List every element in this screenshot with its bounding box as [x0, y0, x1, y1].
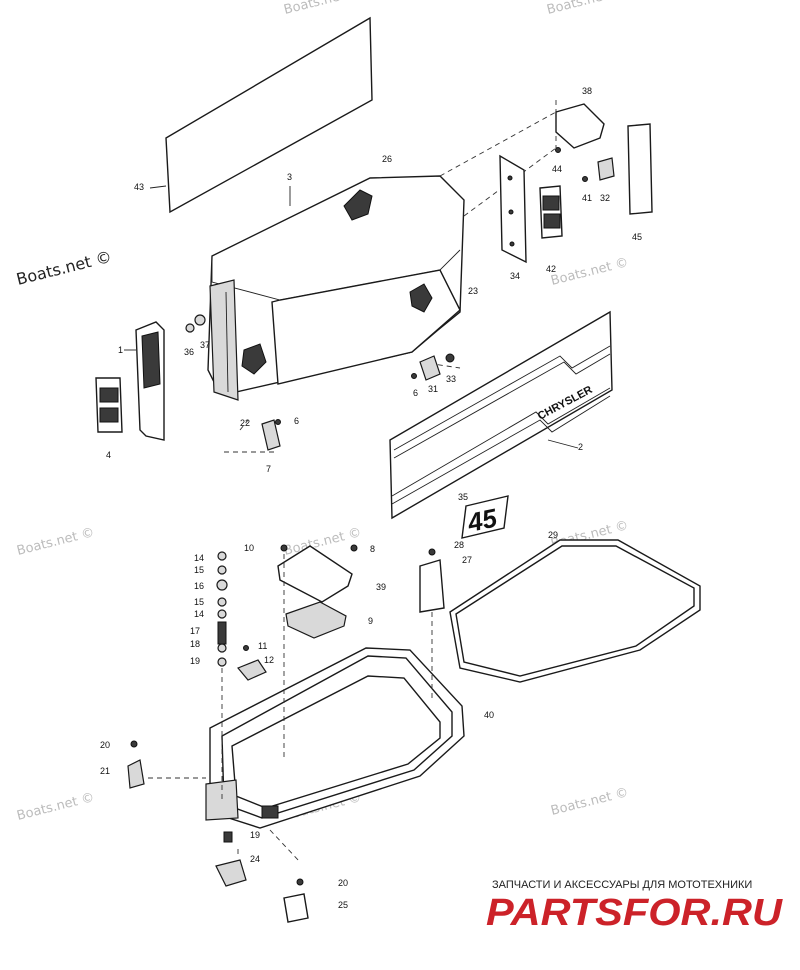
screw-20-left [130, 740, 138, 748]
callout-9: 9 [368, 616, 373, 626]
callout-3: 3 [287, 172, 292, 182]
callout-4: 4 [106, 450, 111, 460]
callout-15: 15 [194, 597, 204, 607]
callout-33: 33 [446, 374, 456, 384]
callout-19: 19 [190, 656, 200, 666]
callout-17: 17 [190, 626, 200, 636]
brand-tagline: ЗАПЧАСТИ И АКСЕССУАРЫ ДЛЯ МОТОТЕХНИКИ [492, 879, 752, 891]
callout-40: 40 [484, 710, 494, 720]
grille-1 [135, 321, 165, 441]
callout-11: 11 [258, 641, 267, 651]
callout-41: 41 [582, 193, 592, 203]
pad-9 [285, 601, 347, 639]
callout-25: 25 [338, 900, 348, 910]
screw-28 [428, 548, 436, 556]
handle-25 [283, 893, 309, 923]
callout-42: 42 [546, 264, 556, 274]
watermark: Boats.net © [549, 255, 630, 289]
decal-45 [627, 123, 653, 215]
exploded-lines-lower [148, 554, 433, 863]
grommet-37 [194, 314, 206, 326]
callout-31: 31 [428, 384, 438, 394]
screw-10 [280, 544, 288, 552]
screw-8 [350, 544, 358, 552]
callout-34: 34 [510, 271, 520, 281]
callout-20: 20 [338, 878, 348, 888]
screw-41 [582, 176, 588, 182]
callout-24: 24 [250, 854, 260, 864]
callout-44: 44 [552, 164, 562, 174]
clip-32 [597, 157, 615, 181]
callout-22: 22 [240, 418, 250, 428]
side-decal-2: CHRYSLER [389, 310, 613, 520]
watermark: Boats.net © [282, 0, 363, 18]
callout-19: 19 [250, 830, 260, 840]
callout-20: 20 [100, 740, 110, 750]
callout-2: 2 [578, 442, 583, 452]
latch-24 [215, 859, 247, 887]
seal-29 [449, 539, 701, 683]
lower-pan-40 [205, 647, 465, 829]
decal-sheet-43 [165, 16, 373, 214]
screw-6-upper [411, 373, 417, 379]
latch-31 [419, 355, 441, 381]
callout-29: 29 [548, 530, 558, 540]
watermark: Boats.net © [549, 785, 630, 819]
callout-39: 39 [376, 582, 386, 592]
model-decal-35: 45 [461, 495, 509, 539]
watermark: Boats.net © [545, 0, 626, 18]
bracket-7 [261, 419, 281, 451]
callout-14: 14 [194, 553, 204, 563]
callout-38: 38 [582, 86, 592, 96]
brand-logo: PARTSFOR.RU [486, 892, 784, 934]
screw-11 [243, 645, 249, 651]
cover-39 [277, 545, 353, 603]
callout-43: 43 [134, 182, 144, 192]
callout-18: 18 [190, 639, 200, 649]
callout-6: 6 [294, 416, 299, 426]
callout-21: 21 [100, 766, 110, 776]
callout-10: 10 [244, 543, 254, 553]
callout-6: 6 [413, 388, 418, 398]
callout-23: 23 [468, 286, 478, 296]
callout-8: 8 [370, 544, 375, 554]
watermark: Boats.net © [15, 525, 96, 559]
washer-44 [555, 147, 561, 153]
callout-16: 16 [194, 581, 204, 591]
bracket-21 [127, 759, 145, 789]
callout-14: 14 [194, 609, 204, 619]
callout-1: 1 [118, 345, 123, 355]
callout-35: 35 [458, 492, 468, 502]
callout-7: 7 [266, 464, 271, 474]
callout-12: 12 [264, 655, 274, 665]
callout-37: 37 [200, 340, 210, 350]
callout-27: 27 [462, 555, 472, 565]
fastener-stack [216, 551, 228, 667]
screw-20-right [296, 878, 304, 886]
watermark: Boats.net © [14, 247, 113, 289]
watermark: Boats.net © [15, 790, 96, 824]
callout-15: 15 [194, 565, 204, 575]
callout-32: 32 [600, 193, 610, 203]
decal-42 [539, 185, 563, 239]
callout-numbers: 1 2 3 4 6 6 7 8 9 10 11 12 14 14 15 15 1… [100, 86, 642, 910]
callout-28: 28 [454, 540, 464, 550]
nut-36 [185, 323, 195, 333]
callout-26: 26 [382, 154, 392, 164]
bracket-38 [555, 103, 605, 149]
bracket-27 [419, 559, 445, 613]
panel-34 [499, 154, 527, 264]
grommet-19-lower [223, 831, 233, 843]
decal-4 [95, 377, 123, 433]
top-cowl-3 [207, 175, 465, 401]
screw-6-lower [275, 419, 281, 425]
callout-36: 36 [184, 347, 194, 357]
plate-12 [237, 659, 267, 681]
model-number: 45 [464, 502, 500, 538]
nut-33 [445, 353, 455, 363]
callout-45: 45 [632, 232, 642, 242]
